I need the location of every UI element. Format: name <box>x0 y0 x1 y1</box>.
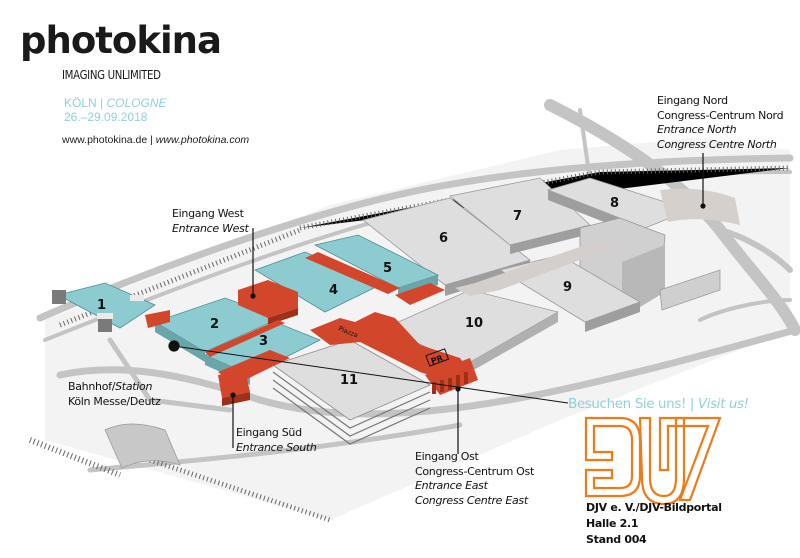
hall-number-10: 10 <box>465 316 483 331</box>
tagline: IMAGING UNLIMITED <box>62 68 161 82</box>
city-de: KÖLN <box>64 96 97 110</box>
station-de: Bahnhof/ <box>68 380 116 393</box>
passage <box>455 240 620 296</box>
city-en: COLOGNE <box>106 96 167 110</box>
pr-box <box>425 348 450 367</box>
hall-numbers: 1 2 3 4 5 6 7 8 9 10 11 <box>97 196 619 388</box>
station-label: Bahnhof/Station Köln Messe/Deutz <box>68 380 161 409</box>
hall-number-3: 3 <box>259 334 268 349</box>
entrance-south-label: Eingang Süd Entrance South <box>236 426 317 455</box>
visit-us-heading: Besuchen Sie uns! | Visit us! <box>568 396 749 412</box>
djv-name: DJV e. V./DJV-Bildportal <box>586 501 722 514</box>
city-separator: | <box>96 96 107 110</box>
event-dates: 26.–29.09.2018 <box>64 110 148 124</box>
url-de-link[interactable]: www.photokina.de <box>62 134 148 146</box>
hall-number-7: 7 <box>513 209 522 224</box>
entrance-east-label: Eingang Ost Congress-Centrum Ost Entranc… <box>415 450 534 508</box>
hall-number-1: 1 <box>97 298 106 313</box>
walkways: PR Piazza <box>145 252 478 406</box>
entrance-north-en: Entrance North <box>657 123 737 136</box>
entrance-north-de: Eingang Nord <box>657 94 728 107</box>
walkway-1-2 <box>145 310 170 328</box>
hall-number-2: 2 <box>210 317 219 332</box>
event-location-dates: KÖLN | COLOGNE 26.–29.09.2018 <box>64 96 167 124</box>
entrance-west-en: Entrance West <box>172 221 249 235</box>
congress-annex <box>659 269 721 311</box>
congress-north-en: Congress Centre North <box>657 137 777 151</box>
djv-logo <box>584 416 722 506</box>
visit-separator: | <box>685 396 698 412</box>
djv-stand-pointer <box>173 345 569 404</box>
walkway-2-3 <box>205 320 285 357</box>
entrance-east-de: Eingang Ost <box>415 450 479 463</box>
djv-stand: Stand 004 <box>586 533 647 546</box>
hall-number-5: 5 <box>383 261 392 276</box>
pr-label: PR <box>430 353 444 366</box>
station-name: Köln Messe/Deutz <box>68 394 161 408</box>
visit-de: Besuchen Sie uns! <box>568 396 686 412</box>
entrance-west-de: Eingang West <box>172 207 244 220</box>
tunnel <box>104 423 181 469</box>
station-en: Station <box>115 380 153 393</box>
hall-number-11: 11 <box>340 373 358 388</box>
south-entrance-building <box>218 370 250 398</box>
entrance-north-label: Eingang Nord Congress-Centrum Nord Entra… <box>657 94 784 152</box>
north-plaza <box>660 188 740 225</box>
hall-number-9: 9 <box>563 280 572 295</box>
url-separator: | <box>147 134 156 146</box>
pointer-lines <box>168 153 706 454</box>
visit-en: Visit us! <box>697 396 749 412</box>
entrance-south-de: Eingang Süd <box>236 426 302 439</box>
congress-east-en: Congress Centre East <box>415 493 528 507</box>
congress-east-de: Congress-Centrum Ost <box>415 464 534 478</box>
entrance-west-label: Eingang West Entrance West <box>172 207 249 236</box>
website-links: www.photokina.de | www.photokina.com <box>62 134 249 146</box>
roads <box>36 99 800 473</box>
entrance-east-en: Entrance East <box>415 479 488 492</box>
hall-11 <box>272 339 431 421</box>
active-halls <box>52 234 440 385</box>
hall-number-4: 4 <box>329 283 338 298</box>
walkway-4-5 <box>305 252 400 294</box>
walkway-east-5 <box>395 283 445 305</box>
djv-hall: Halle 2.1 <box>586 517 639 530</box>
djv-stand-marker <box>168 340 180 352</box>
east-entrance-building <box>425 358 478 395</box>
inactive-halls <box>272 177 740 445</box>
hall-number-8: 8 <box>610 196 619 211</box>
photokina-logo: photokina <box>20 19 222 62</box>
congress-north-de: Congress-Centrum Nord <box>657 108 784 122</box>
walkway-piazza <box>310 312 470 380</box>
djv-stand-info: DJV e. V./DJV-Bildportal Halle 2.1 Stand… <box>586 500 722 548</box>
entrance-south-en: Entrance South <box>236 440 317 454</box>
hall-number-6: 6 <box>439 231 448 246</box>
url-en-link[interactable]: www.photokina.com <box>155 134 250 146</box>
